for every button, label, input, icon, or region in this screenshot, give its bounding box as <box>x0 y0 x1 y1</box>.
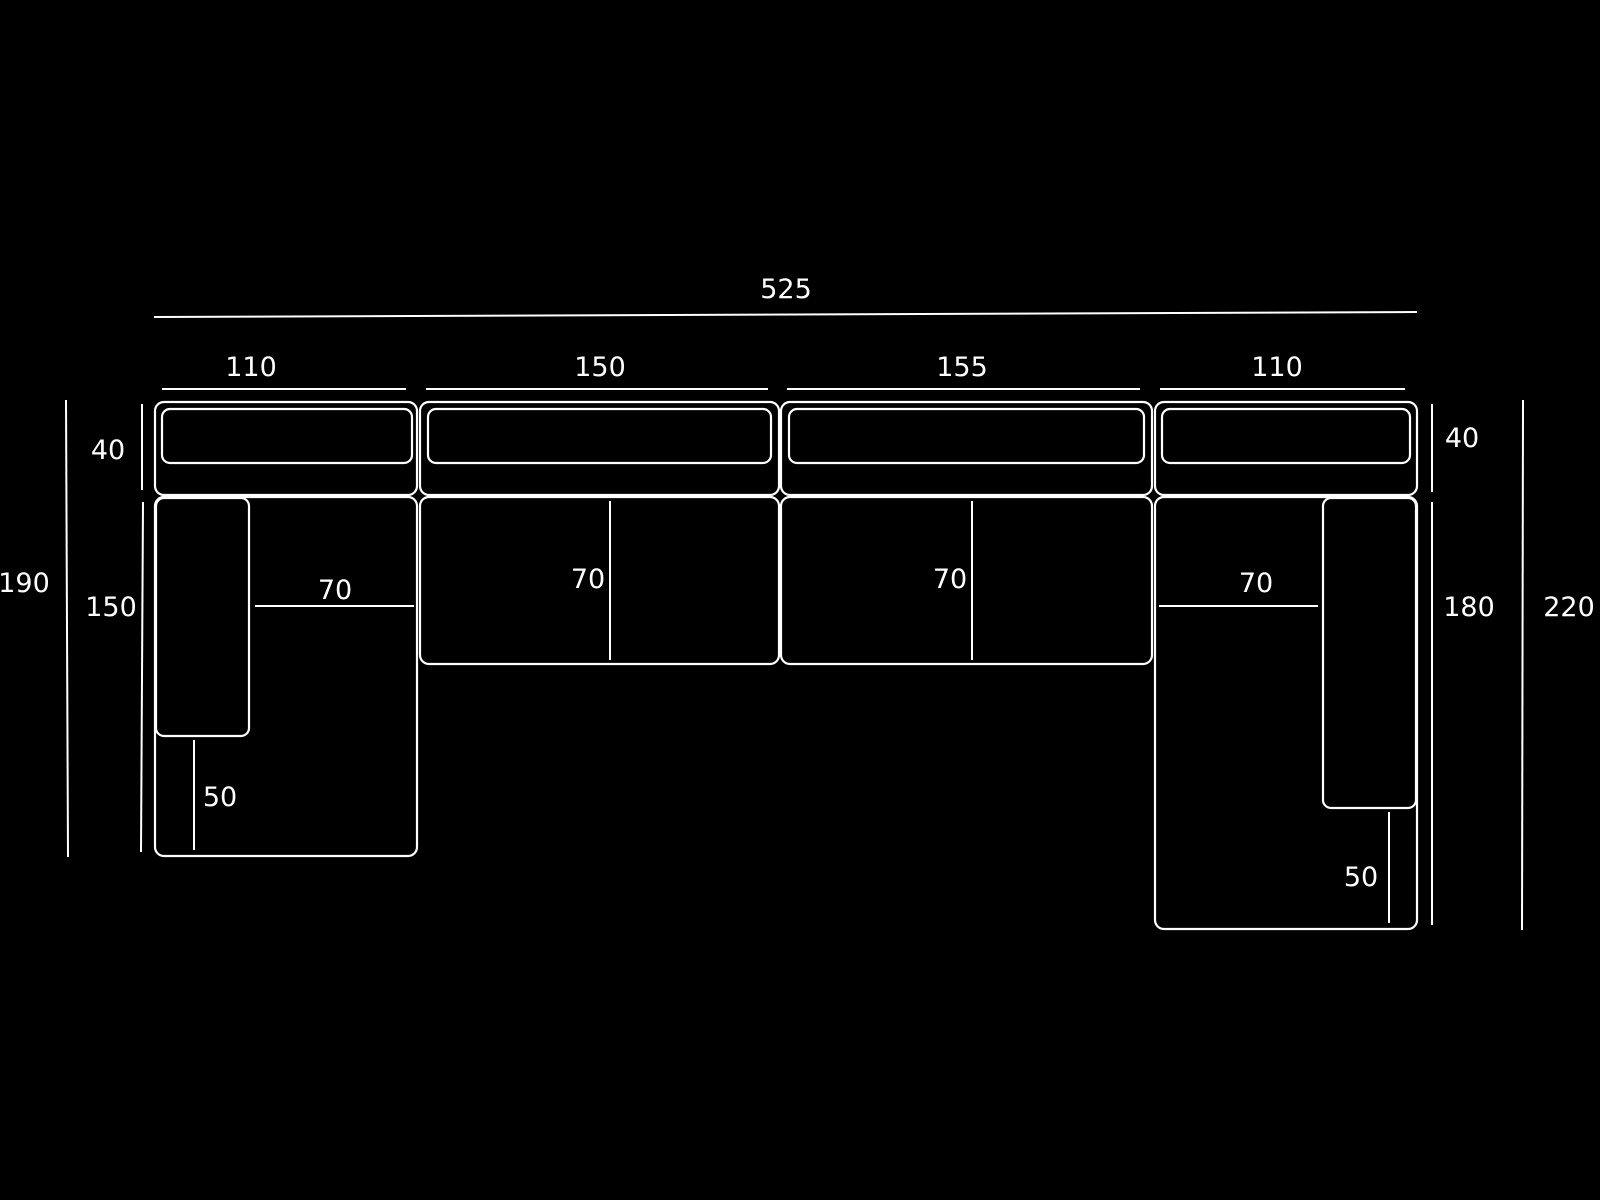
module-3-seat <box>779 495 1154 666</box>
module-2-width-label: 150 <box>574 352 626 383</box>
right-backrest-depth-label: 40 <box>1445 423 1479 454</box>
module-2-back-frame <box>418 400 781 497</box>
left-backrest-depth-label: 40 <box>91 435 125 466</box>
overall-width-line <box>153 311 1418 318</box>
module-2-back-cushion <box>426 407 773 465</box>
right-seat-depth-label: 180 <box>1443 592 1495 623</box>
right-armrest-gap-label: 50 <box>1344 862 1378 893</box>
module-4-back-frame <box>1153 400 1419 497</box>
module-1-back-frame <box>153 400 419 497</box>
right-total-depth-line <box>1521 399 1524 931</box>
left-seat-depth-label: 150 <box>85 592 137 623</box>
module-3-back-frame <box>779 400 1154 497</box>
left-total-depth-line <box>65 399 69 858</box>
right-seat-width-label: 70 <box>1239 568 1273 599</box>
right-total-depth-label: 220 <box>1543 592 1595 623</box>
middle-right-seat-depth-label: 70 <box>933 564 967 595</box>
sofa-outline <box>153 400 1419 931</box>
module-3-back-cushion <box>787 407 1146 465</box>
module-1-width-label: 110 <box>225 352 277 383</box>
left-seat-width-label: 70 <box>318 575 352 606</box>
module-4-back-cushion <box>1160 407 1412 465</box>
module-2-seat <box>418 495 781 666</box>
middle-left-seat-depth-label: 70 <box>571 564 605 595</box>
left-total-depth-label: 190 <box>0 568 50 599</box>
left-armrest-gap-label: 50 <box>203 782 237 813</box>
overall-width-label: 525 <box>760 274 812 305</box>
module-1-back-cushion <box>160 407 414 465</box>
module-4-width-label: 110 <box>1251 352 1303 383</box>
left-seat-depth-line <box>140 501 144 853</box>
dimension-labels: 525 110 150 155 110 40 190 150 70 50 70 … <box>0 274 1595 893</box>
module-3-width-label: 155 <box>936 352 988 383</box>
module-1-armrest <box>154 496 251 738</box>
dimension-lines <box>65 311 1524 931</box>
module-4-armrest <box>1321 496 1418 810</box>
